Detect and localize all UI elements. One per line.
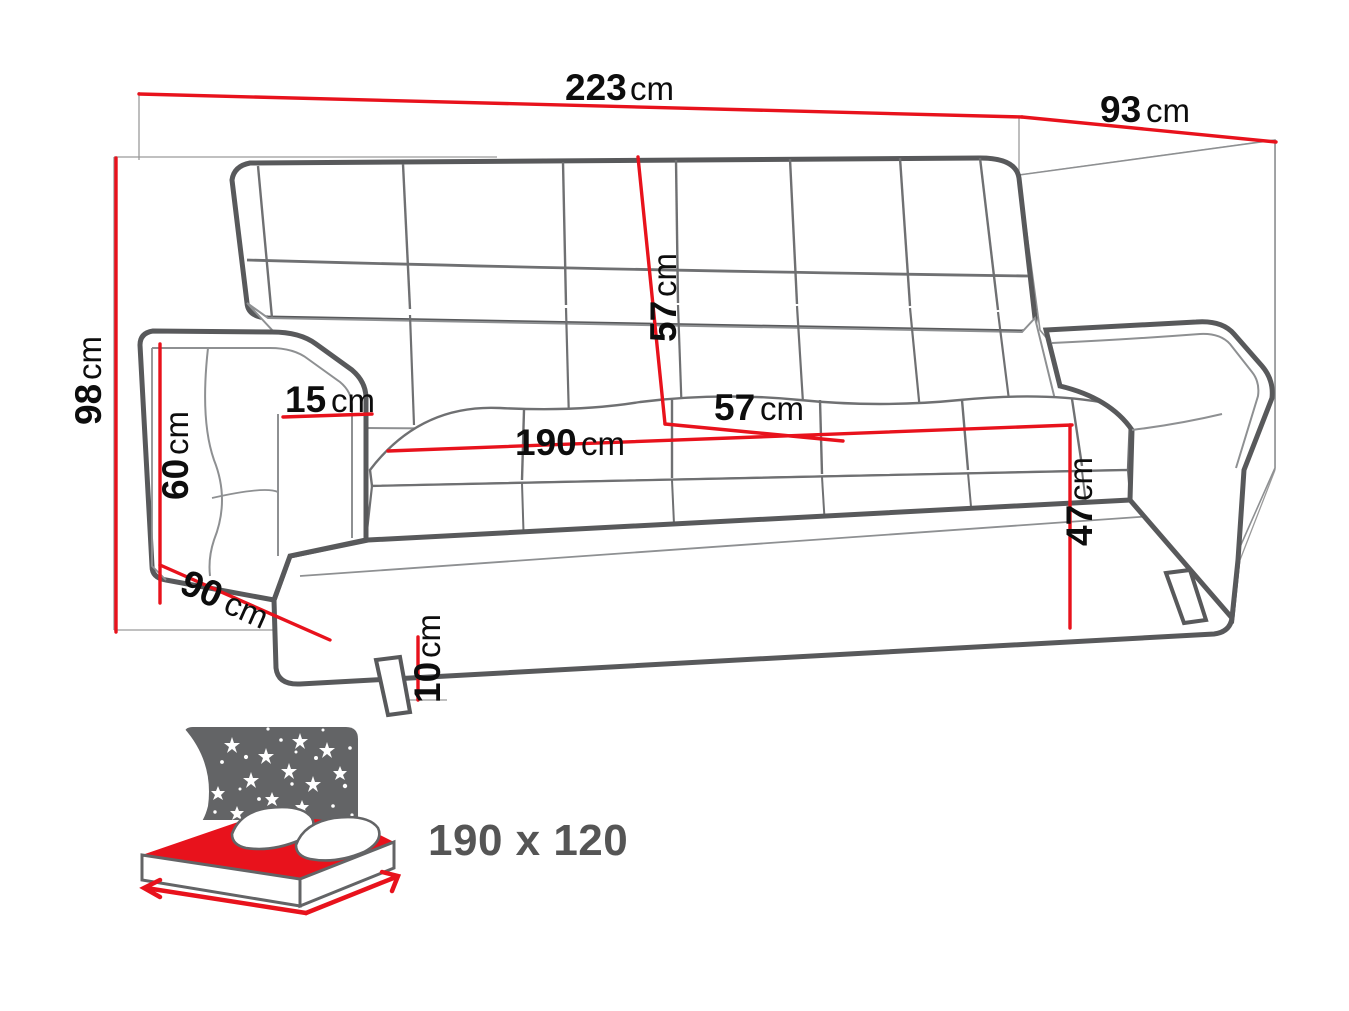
dim-line-armrest-depth: [158, 563, 332, 642]
moon-icon: [184, 728, 209, 828]
dim-label-seat-height: 47 cm: [1059, 457, 1100, 546]
bed-size-label: 190 x 120: [428, 816, 628, 865]
dim-value-seat-width: 190: [515, 422, 577, 463]
bed-arrow-length-head: [139, 877, 163, 900]
bed-arrow-length-line: [143, 885, 309, 916]
dim-value-overall-width: 223: [565, 67, 627, 108]
dim-line-backrest-height: [636, 155, 667, 426]
dim-label-overall-height: 98 cm: [68, 336, 109, 425]
dim-line-overall-width: [137, 92, 1024, 119]
dim-unit-backrest-height: cm: [646, 253, 683, 297]
dim-line-seat-width: [386, 423, 1074, 453]
backrest-tufting-seams: [246, 157, 1029, 319]
sofa-left-armrest-side-detail-2: [211, 489, 279, 499]
dim-value-armrest-height: 60: [155, 459, 196, 500]
sofa-leg-front-right: [1163, 567, 1209, 626]
dim-value-seat-height: 47: [1059, 505, 1100, 546]
dimension-labels: 223 cm 93 cm 98 cm 60 cm 90 cm 15 cm: [68, 67, 1190, 703]
dim-label-leg-height: 10 cm: [407, 614, 448, 703]
dim-line-overall-depth: [1020, 115, 1278, 144]
dim-unit-overall-width: cm: [630, 70, 674, 107]
dim-unit-leg-height: cm: [410, 614, 447, 658]
dim-unit-armrest-width: cm: [331, 382, 375, 419]
dim-value-armrest-width: 15: [285, 379, 326, 420]
sofa-right-armrest-inner: [1051, 332, 1260, 469]
dim-unit-seat-depth: cm: [760, 390, 804, 427]
sofa-base-seam: [299, 511, 1211, 577]
pillow-right: [294, 815, 381, 862]
dim-unit-seat-width: cm: [581, 425, 625, 462]
guide-back-right-edge: [1239, 469, 1276, 561]
sofa-leg-front-left: [373, 654, 413, 718]
dim-label-seat-depth: 57 cm: [714, 387, 804, 428]
bed-arrow-width-line: [303, 874, 399, 916]
dim-unit-armrest-height: cm: [158, 411, 195, 455]
dimension-lines: [114, 92, 1278, 702]
dim-line-seat-depth: [663, 422, 845, 443]
sofa-left-armrest-side-detail: [204, 347, 223, 577]
dim-label-armrest-height: 60 cm: [155, 411, 196, 500]
dim-value-leg-height: 10: [407, 662, 448, 703]
bed-mattress-base-right: [298, 839, 396, 909]
dim-unit-overall-depth: cm: [1146, 92, 1190, 129]
bed-arrow-width-head: [379, 869, 402, 894]
dim-label-overall-width: 223 cm: [565, 67, 674, 108]
dim-line-armrest-width: [281, 412, 374, 419]
bed-headboard-nightsky: [184, 727, 358, 820]
dim-unit-seat-height: cm: [1062, 457, 1099, 501]
sofa-backrest: [229, 155, 1038, 335]
sofa-left-armrest-inner-top: [152, 347, 353, 538]
dim-value-overall-height: 98: [68, 384, 109, 425]
sofa-right-armrest: [1042, 319, 1275, 625]
sofa-right-armrest-front-pad: [1131, 413, 1223, 431]
dim-value-seat-depth: 57: [714, 387, 755, 428]
dim-label-seat-width: 190 cm: [515, 422, 625, 463]
sofa-seat-cushion: [368, 395, 1132, 488]
sleeping-surface-icon: 190 x 120: [139, 727, 628, 916]
bed-pillows: [230, 805, 381, 862]
sofa-illustration: [137, 139, 1276, 718]
star-field: [191, 727, 354, 820]
bed-dimension-arrows: [139, 869, 402, 916]
dim-value-overall-depth: 93: [1100, 89, 1141, 130]
dim-unit-overall-height: cm: [71, 336, 108, 380]
dim-label-overall-depth: 93 cm: [1100, 89, 1190, 130]
dim-label-backrest-height: 57 cm: [643, 253, 684, 342]
dim-label-armrest-width: 15 cm: [285, 379, 375, 420]
dim-value-backrest-height: 57: [643, 301, 684, 342]
